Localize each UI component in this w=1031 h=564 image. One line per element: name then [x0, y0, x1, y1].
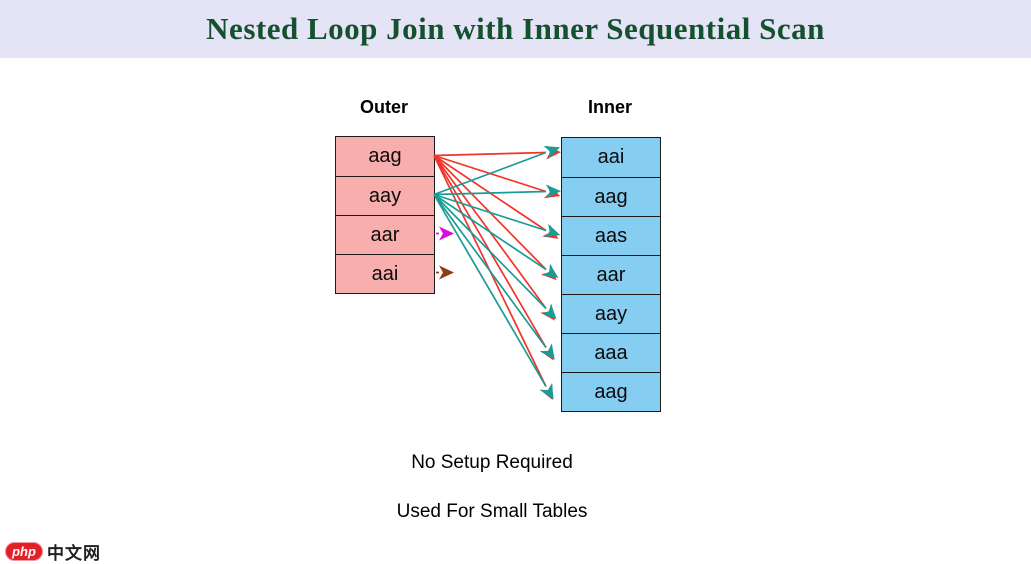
outer-aay-sequential-scan-arrow	[433, 193, 557, 320]
inner-table-row: aai	[597, 146, 625, 168]
outer-table-row: aay	[336, 176, 434, 215]
page-title: Nested Loop Join with Inner Sequential S…	[206, 11, 825, 46]
note-small-tables: Used For Small Tables	[396, 501, 588, 522]
php-cn-site-text: 中文网	[47, 544, 101, 563]
outer-aay-sequential-scan-arrow	[433, 184, 561, 199]
outer-aag-sequential-scan-arrow	[433, 154, 561, 199]
outer-aag-sequential-scan-arrow	[433, 154, 555, 321]
outer-aay-sequential-scan-arrow	[433, 193, 561, 238]
outer-table-row: aai	[336, 254, 434, 293]
outer-table-row: aar	[336, 215, 434, 254]
outer-aag-sequential-scan-arrow	[433, 155, 553, 400]
title-bar: Nested Loop Join with Inner Sequential S…	[0, 0, 1031, 58]
note-no-setup: No Setup Required	[411, 452, 573, 473]
inner-table-row: aag	[562, 372, 660, 411]
inner-table-row: aay	[562, 294, 660, 333]
outer-aay-sequential-scan-arrow	[433, 194, 554, 400]
outer-aay-sequential-scan-arrow	[433, 193, 559, 278]
inner-table-row: aas	[562, 216, 660, 255]
outer-aag-sequential-scan-arrow	[433, 154, 559, 239]
inner-table-label: Inner	[587, 97, 632, 117]
outer-aay-sequential-scan-arrow	[433, 145, 561, 196]
inner-table-row: aar	[562, 255, 660, 294]
inner-table-row: aag	[562, 177, 660, 216]
outer-aag-sequential-scan-arrow	[433, 155, 554, 361]
php-logo-badge: php	[5, 542, 43, 561]
php-cn-watermark: php 中文网	[5, 539, 101, 564]
outer-aag-sequential-scan-arrow	[433, 154, 557, 281]
outer-table-row: aag	[368, 145, 402, 167]
inner-table-row: aaa	[562, 333, 660, 372]
outer-aag-sequential-scan-arrow	[433, 145, 561, 160]
outer-table-label: Outer	[359, 97, 408, 117]
outer-aay-sequential-scan-arrow	[433, 193, 555, 360]
